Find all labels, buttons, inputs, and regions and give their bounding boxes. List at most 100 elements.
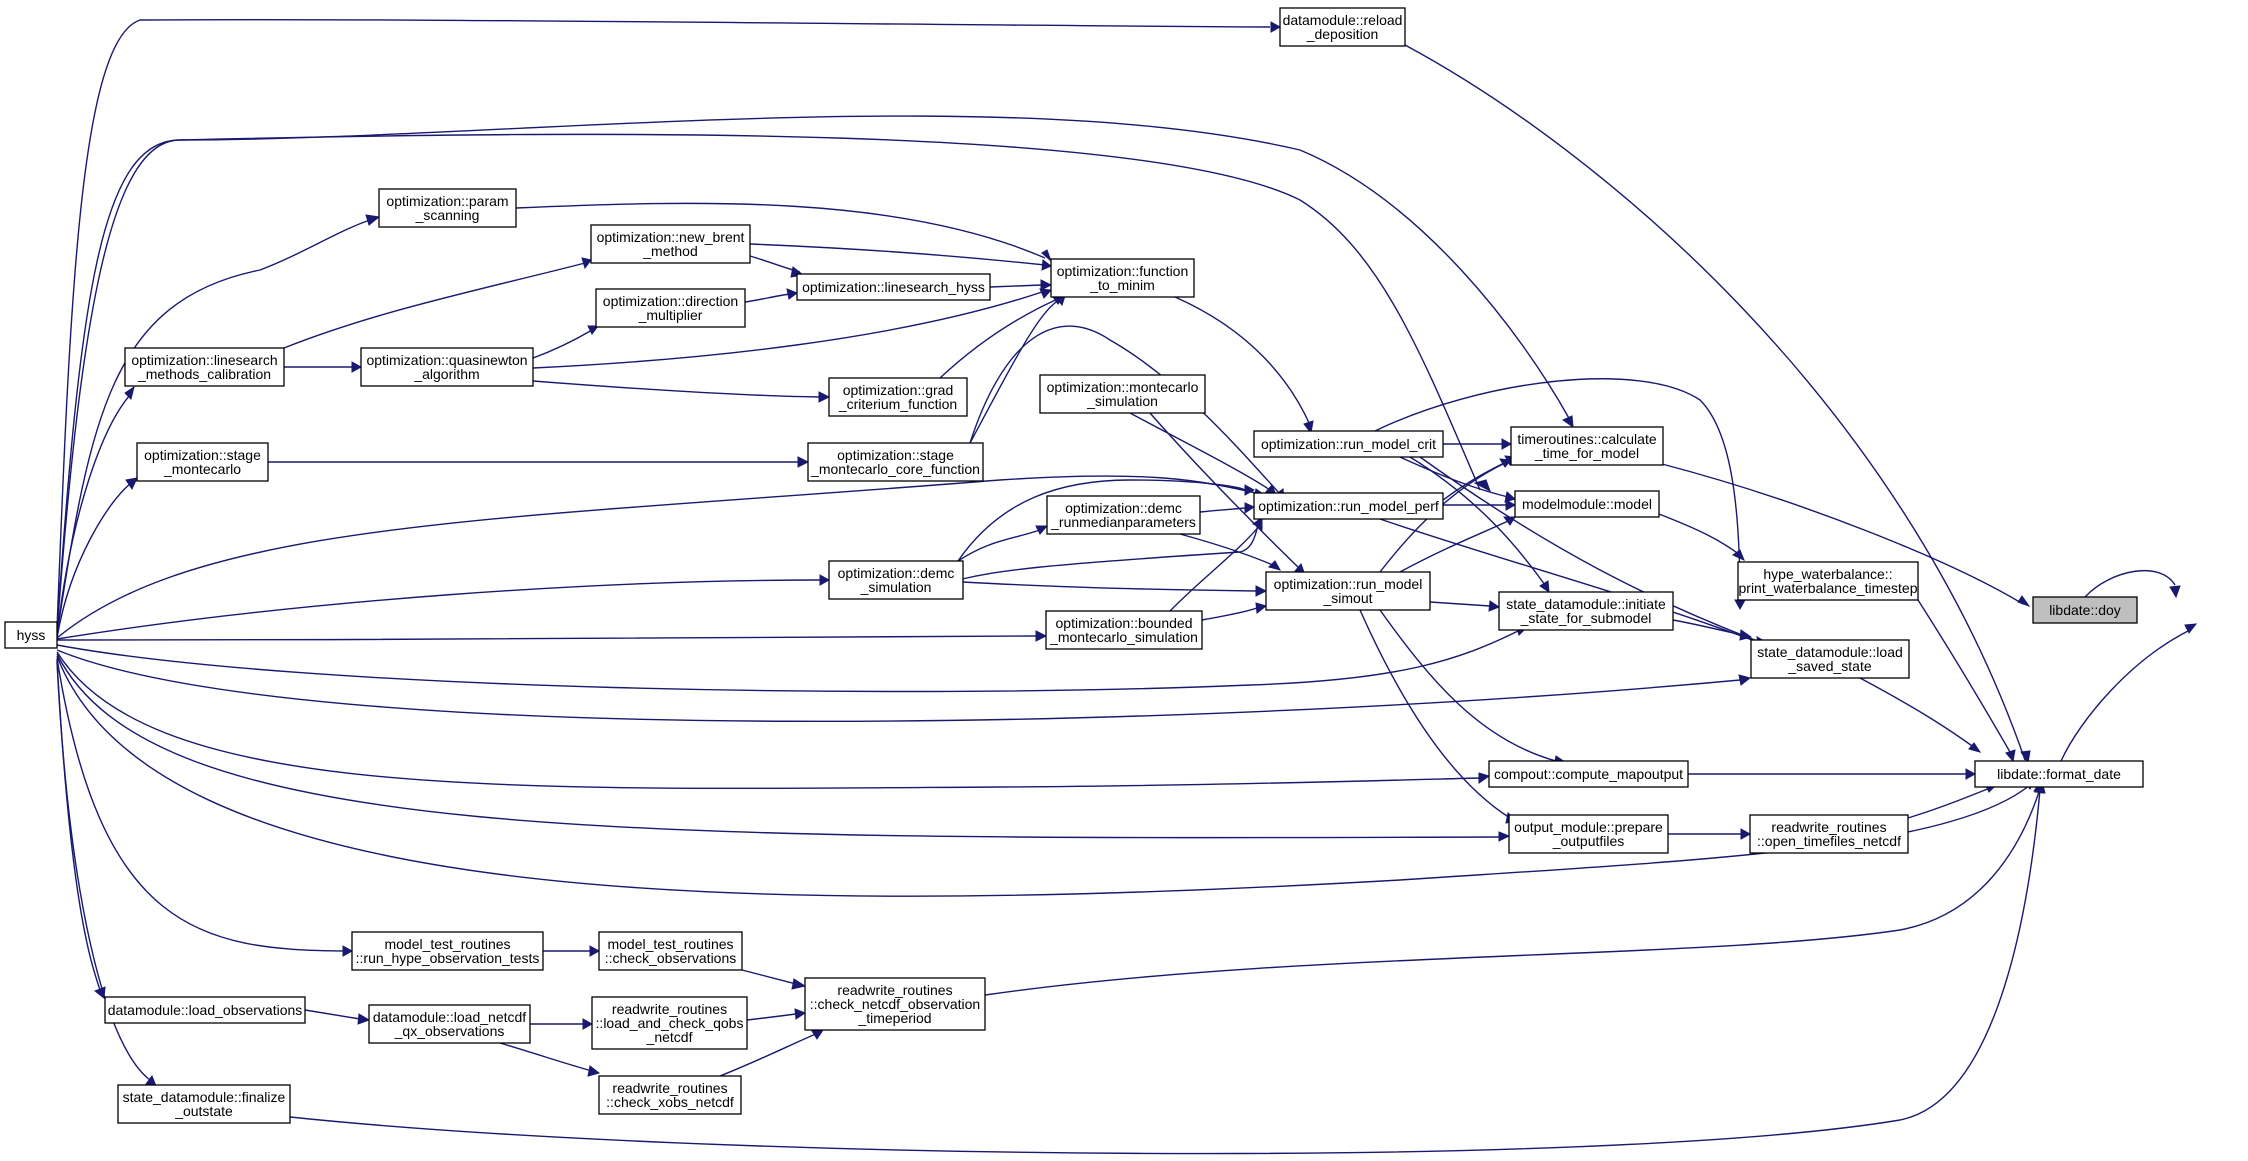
node-demc-run[interactable]: optimization::demc_runmedianparameters <box>1046 495 1201 535</box>
node-label-line: _netcdf <box>646 1029 693 1045</box>
edge-initiate-load_saved <box>1672 619 1753 641</box>
node-stage-mc[interactable]: optimization::stage_montecarlo <box>136 442 269 482</box>
node-run-perf[interactable]: optimization::run_model_perf <box>1253 492 1444 520</box>
node-label-line: _algorithm <box>413 366 479 382</box>
node-load-netcdf[interactable]: datamodule::load_netcdf_qx_observations <box>368 1004 531 1044</box>
node-label-line: optimization::stage <box>837 447 954 463</box>
node-box <box>796 273 991 301</box>
node-box <box>1045 610 1203 650</box>
edge-line <box>1907 787 1991 819</box>
edge-reload-format_date <box>1404 44 2031 765</box>
node-label-line: _montecarlo_core_function <box>810 461 980 477</box>
node-label-line: model_test_routines <box>384 936 510 952</box>
arrowhead-icon <box>1968 742 1982 753</box>
arrowhead-icon <box>1041 259 1052 271</box>
edge-run_simout-compute_map <box>1379 609 1567 767</box>
node-bounded[interactable]: optimization::bounded_montecarlo_simulat… <box>1045 610 1203 650</box>
node-open-timefiles[interactable]: readwrite_routines::open_timefiles_netcd… <box>1749 814 1909 854</box>
node-check-xobs[interactable]: readwrite_routines::check_xobs_netcdf <box>598 1075 742 1115</box>
edge-line <box>283 262 586 349</box>
node-quasi[interactable]: optimization::quasinewton_algorithm <box>360 347 534 387</box>
edge-line <box>1661 463 2024 605</box>
edge-line <box>1359 609 1511 819</box>
node-label-line: _time_for_model <box>1534 445 1639 461</box>
edge-line <box>2060 629 2191 762</box>
node-function[interactable]: optimization::function_to_minim <box>1050 258 1195 298</box>
node-label-line: libdate::format_date <box>1997 766 2121 782</box>
node-run-hype-obs[interactable]: model_test_routines::run_hype_observatio… <box>351 931 544 971</box>
node-box <box>595 288 746 328</box>
node-libdate-doy[interactable]: libdate::doy <box>2032 596 2138 624</box>
arrowhead-icon <box>1504 491 1517 503</box>
edge-line <box>1199 507 1246 513</box>
node-demc-sim[interactable]: optimization::demc_simulation <box>828 560 964 600</box>
node-check-obs[interactable]: model_test_routines::check_observations <box>598 931 743 971</box>
edge-line <box>957 479 1246 562</box>
edge-function-run_crit <box>1174 296 1314 435</box>
edge-quasi-direction <box>532 325 599 359</box>
node-run-simout[interactable]: optimization::run_model_simout <box>1265 571 1431 611</box>
arrowhead-icon <box>1244 484 1256 496</box>
node-hype-wb[interactable]: hype_waterbalance::print_waterbalance_ti… <box>1737 561 1919 601</box>
edge-line <box>1658 513 1741 556</box>
node-label-line: ::open_timefiles_netcdf <box>1757 833 1901 849</box>
arrowhead-icon <box>589 945 601 957</box>
node-load-check-qobs[interactable]: readwrite_routines::load_and_check_qobs_… <box>591 996 748 1050</box>
node-mc-sim[interactable]: optimization::montecarlo_simulation <box>1039 374 1206 414</box>
node-grad[interactable]: optimization::grad_criterium_function <box>828 377 968 417</box>
node-load-saved[interactable]: state_datamodule::load_saved_state <box>1750 639 1910 679</box>
node-label-line: _state_for_submodel <box>1520 610 1652 626</box>
node-load-obs[interactable]: datamodule::load_observations <box>104 996 306 1024</box>
node-param[interactable]: optimization::param_scanning <box>378 188 517 228</box>
edge-prepare-open_timefiles <box>1668 828 1752 840</box>
node-compute-map[interactable]: compout::compute_mapoutput <box>1488 760 1689 788</box>
node-format-date[interactable]: libdate::format_date <box>1974 760 2144 788</box>
edge-check_obs-check_netcdf <box>741 969 807 990</box>
node-label-line: ::run_hype_observation_tests <box>356 950 540 966</box>
node-label-line: state_datamodule::finalize <box>123 1089 286 1105</box>
arrowhead-icon <box>811 1029 824 1040</box>
edge-load_netcdf-load_check_qobs <box>530 1018 594 1030</box>
node-box <box>4 621 58 649</box>
node-reload[interactable]: datamodule::reload_deposition <box>1279 7 1406 47</box>
node-label-line: _outputfiles <box>1552 833 1625 849</box>
edge-line <box>56 659 101 991</box>
node-box <box>124 347 285 387</box>
edge-line <box>56 651 1481 790</box>
node-box <box>1514 490 1660 518</box>
node-linesearch-cal[interactable]: optimization::linesearch_methods_calibra… <box>124 347 285 387</box>
node-label-line: _saved_state <box>1787 658 1871 674</box>
node-finalize[interactable]: state_datamodule::finalize_outstate <box>117 1084 291 1124</box>
node-prepare[interactable]: output_module::prepare_outputfiles <box>1508 814 1669 854</box>
node-run-crit[interactable]: optimization::run_model_crit <box>1253 430 1444 458</box>
node-label-line: optimization::demc <box>838 565 955 581</box>
node-hyss[interactable]: hyss <box>4 621 58 649</box>
node-label-line: optimization::run_model_crit <box>1261 436 1436 452</box>
arrowhead-icon <box>351 361 363 373</box>
node-box <box>1750 639 1910 679</box>
node-box <box>807 442 984 482</box>
node-check-netcdf[interactable]: readwrite_routines::check_netcdf_observa… <box>804 977 986 1031</box>
node-linesearch-hyss[interactable]: optimization::linesearch_hyss <box>796 273 991 301</box>
arrowhead-icon <box>1041 249 1052 262</box>
node-initiate[interactable]: state_datamodule::initiate_state_for_sub… <box>1498 591 1674 631</box>
edge-line <box>1129 412 1271 491</box>
edge-grad-function <box>939 295 1066 379</box>
node-timeroutines[interactable]: timeroutines::calculate_time_for_model <box>1510 426 1664 466</box>
edge-line <box>1859 677 1976 749</box>
edge-hyss-compute_map <box>56 651 1491 790</box>
node-label-line: state_datamodule::initiate <box>1506 596 1666 612</box>
node-modelmodule[interactable]: modelmodule::model <box>1514 490 1660 518</box>
node-label-line: _simulation <box>860 579 932 595</box>
node-label-line: readwrite_routines <box>1771 819 1886 835</box>
edge-hyss-bounded <box>56 630 1048 642</box>
node-label-line: optimization::new_brent <box>597 229 745 245</box>
node-newbrent[interactable]: optimization::new_brent_method <box>590 224 751 264</box>
node-label-line: optimization::function <box>1057 263 1189 279</box>
node-direction[interactable]: optimization::direction_multiplier <box>595 288 746 328</box>
node-stage-core[interactable]: optimization::stage_montecarlo_core_func… <box>807 442 984 482</box>
edge-hyss-stage_mc <box>56 477 138 639</box>
node-box <box>1488 760 1689 788</box>
arrowhead-icon <box>1561 415 1574 429</box>
node-box <box>351 931 544 971</box>
